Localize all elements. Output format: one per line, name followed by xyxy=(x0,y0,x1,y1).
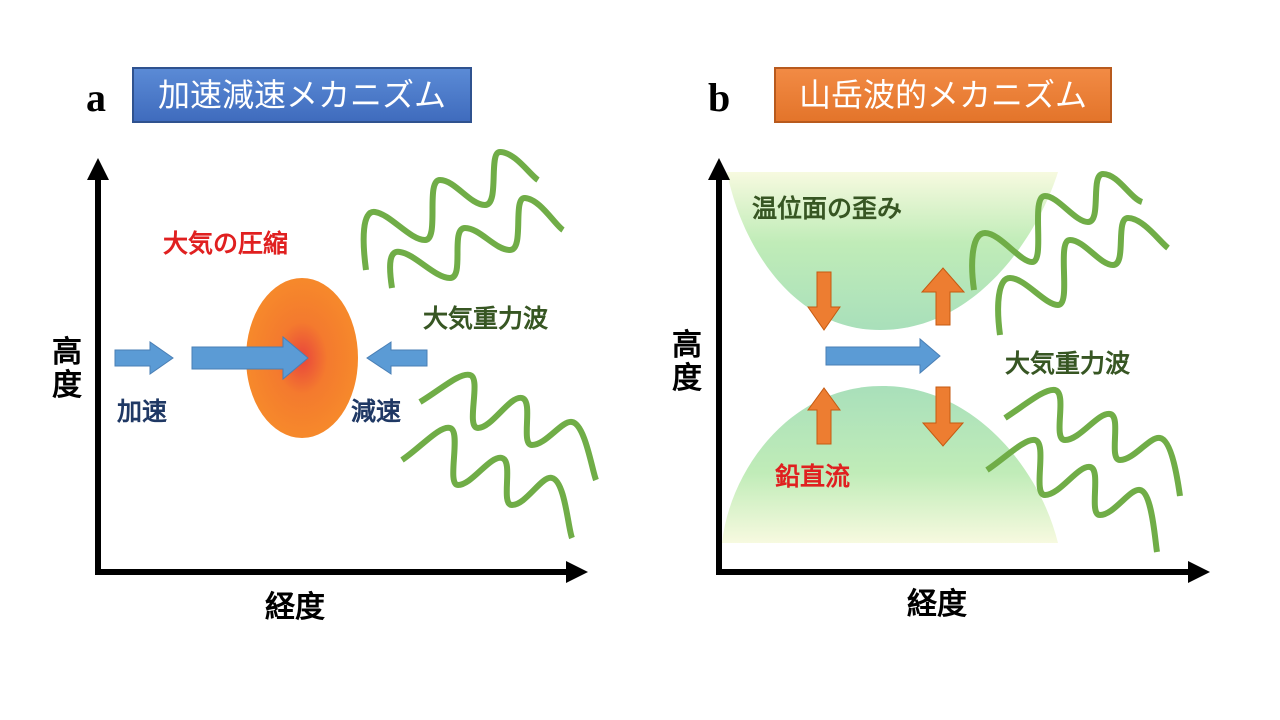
panel-b-wave-upper-2 xyxy=(995,215,1170,336)
panel-a-title-bg xyxy=(132,67,472,123)
panel-a-title: 加速減速メカニズム xyxy=(158,76,446,114)
vertical-flow-label: 鉛直流 xyxy=(775,462,850,491)
isentrope-label: 温位面の歪み xyxy=(752,194,902,223)
panel-b-wave-lower-1 xyxy=(1003,386,1183,497)
panel-a: a 加速減速メカニズム 高 度 経度 大気の圧縮 加速 減速 大気重力波 xyxy=(52,67,599,625)
downward-flow-arrow-lower-right-icon xyxy=(921,386,965,447)
downward-flow-arrow-upper-left-icon xyxy=(807,271,841,331)
panel-a-letter: a xyxy=(86,75,106,120)
panel-a-x-axis-label: 経度 xyxy=(265,590,325,625)
accelerate-arrow-small-icon xyxy=(114,341,174,375)
panel-a-y-axis-label-2: 度 xyxy=(52,368,82,403)
horizontal-flow-arrow-icon xyxy=(825,337,941,375)
decelerate-arrow-icon xyxy=(366,341,428,375)
panel-a-x-axis-arrowhead-icon xyxy=(566,561,588,583)
isentrope-lower-region xyxy=(722,386,1058,543)
panel-a-wave-lower-2 xyxy=(400,424,575,540)
panel-b-gravity-wave-label: 大気重力波 xyxy=(1005,349,1131,378)
panel-b-axes xyxy=(708,158,1210,583)
accelerate-arrow-large-icon xyxy=(191,335,309,381)
panel-a-title-box: 加速減速メカニズム xyxy=(132,67,472,123)
panel-b-y-axis-arrowhead-icon xyxy=(708,158,730,180)
compression-label: 大気の圧縮 xyxy=(163,229,288,258)
panel-b: b 山岳波的メカニズム 高 度 経度 温位面の歪み 鉛直流 大気重力波 xyxy=(672,67,1210,622)
panel-b-letter: b xyxy=(708,75,730,120)
upward-flow-arrow-upper-right-icon xyxy=(920,267,966,326)
isentrope-upper-region xyxy=(727,172,1058,330)
panel-a-y-axis-label-1: 高 xyxy=(52,335,82,370)
panel-b-y-axis-label-1: 高 xyxy=(672,328,702,363)
panel-b-y-axis-label-2: 度 xyxy=(672,361,702,396)
panel-a-wave-upper-1 xyxy=(360,149,540,271)
panel-b-title-box: 山岳波的メカニズム xyxy=(774,67,1112,123)
panel-b-title-bg xyxy=(774,67,1112,123)
panel-b-wave-lower-2 xyxy=(985,436,1160,553)
panel-b-x-axis-arrowhead-icon xyxy=(1188,561,1210,583)
panel-b-wave-upper-1 xyxy=(969,171,1144,291)
accelerate-label: 加速 xyxy=(116,397,167,426)
panel-a-gravity-wave-label: 大気重力波 xyxy=(423,304,549,333)
panel-a-wave-upper-2 xyxy=(387,195,565,289)
panel-a-wave-lower-1 xyxy=(418,371,599,482)
decelerate-label: 減速 xyxy=(351,397,401,426)
panel-a-axes xyxy=(87,158,588,583)
panel-b-x-axis-label: 経度 xyxy=(907,587,967,622)
upward-flow-arrow-lower-left-icon xyxy=(807,387,841,445)
panel-a-y-axis-arrowhead-icon xyxy=(87,158,109,180)
panel-b-title: 山岳波的メカニズム xyxy=(799,76,1087,114)
